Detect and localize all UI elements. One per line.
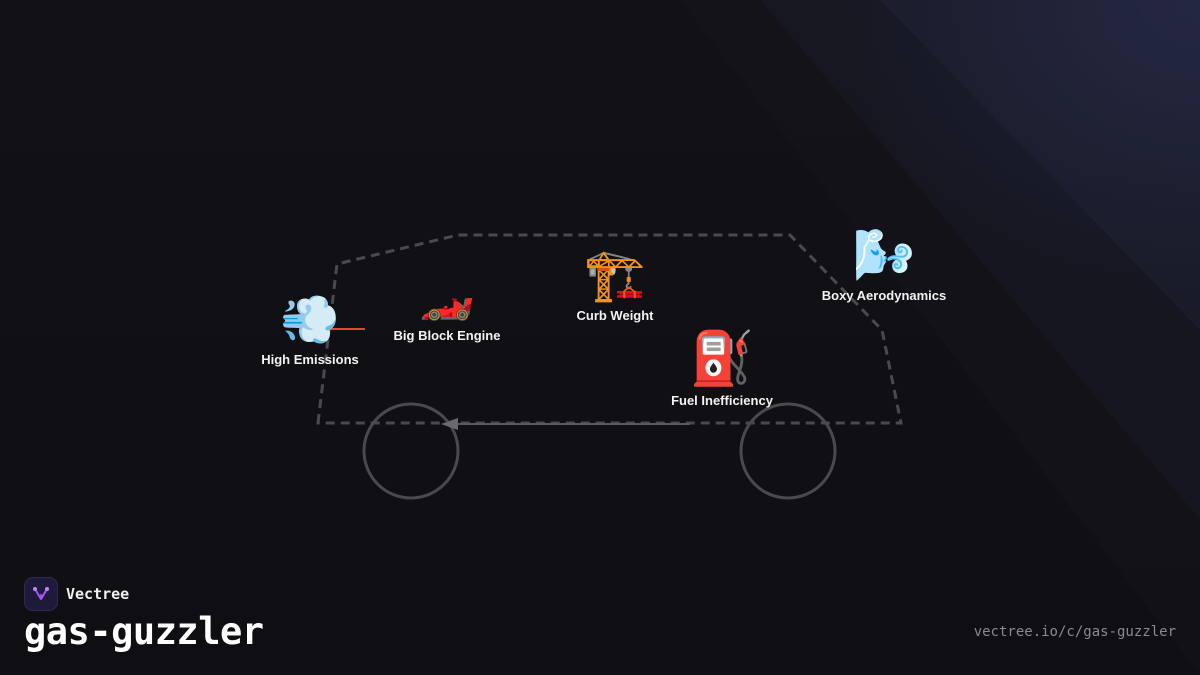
node-fuel-inefficiency: ⛽ Fuel Inefficiency (671, 333, 773, 408)
node-label: Big Block Engine (393, 328, 501, 343)
node-label: Fuel Inefficiency (671, 393, 773, 408)
node-high-emissions: 💨 High Emissions (261, 296, 359, 367)
rear-wheel (362, 402, 460, 500)
node-boxy-aerodynamics: 🌬️ Boxy Aerodynamics (822, 230, 947, 303)
brand[interactable]: Vectree (24, 577, 129, 611)
racing-car-icon: 🏎️ (419, 272, 475, 323)
page-url-link[interactable]: vectree.io/c/gas-guzzler (973, 624, 1176, 640)
node-label: High Emissions (261, 352, 359, 367)
car-body-outline (316, 233, 903, 425)
fuel-pump-icon: ⛽ (689, 329, 755, 389)
building-construction-icon: 🏗️ (583, 246, 647, 304)
node-big-block-engine: 🏎️ Big Block Engine (393, 272, 501, 344)
wind-face-icon: 🌬️ (852, 226, 916, 284)
flow-arrow-head (441, 418, 458, 430)
front-wheel (739, 402, 837, 500)
vectree-logo-icon (24, 577, 58, 611)
brand-name: Vectree (66, 585, 130, 603)
dash-symbol-icon: 💨 (280, 292, 340, 348)
node-label: Curb Weight (576, 308, 654, 323)
node-curb-weight: 🏗️ Curb Weight (576, 250, 653, 323)
page-title: gas-guzzler (24, 610, 264, 653)
node-label: Boxy Aerodynamics (821, 288, 947, 303)
